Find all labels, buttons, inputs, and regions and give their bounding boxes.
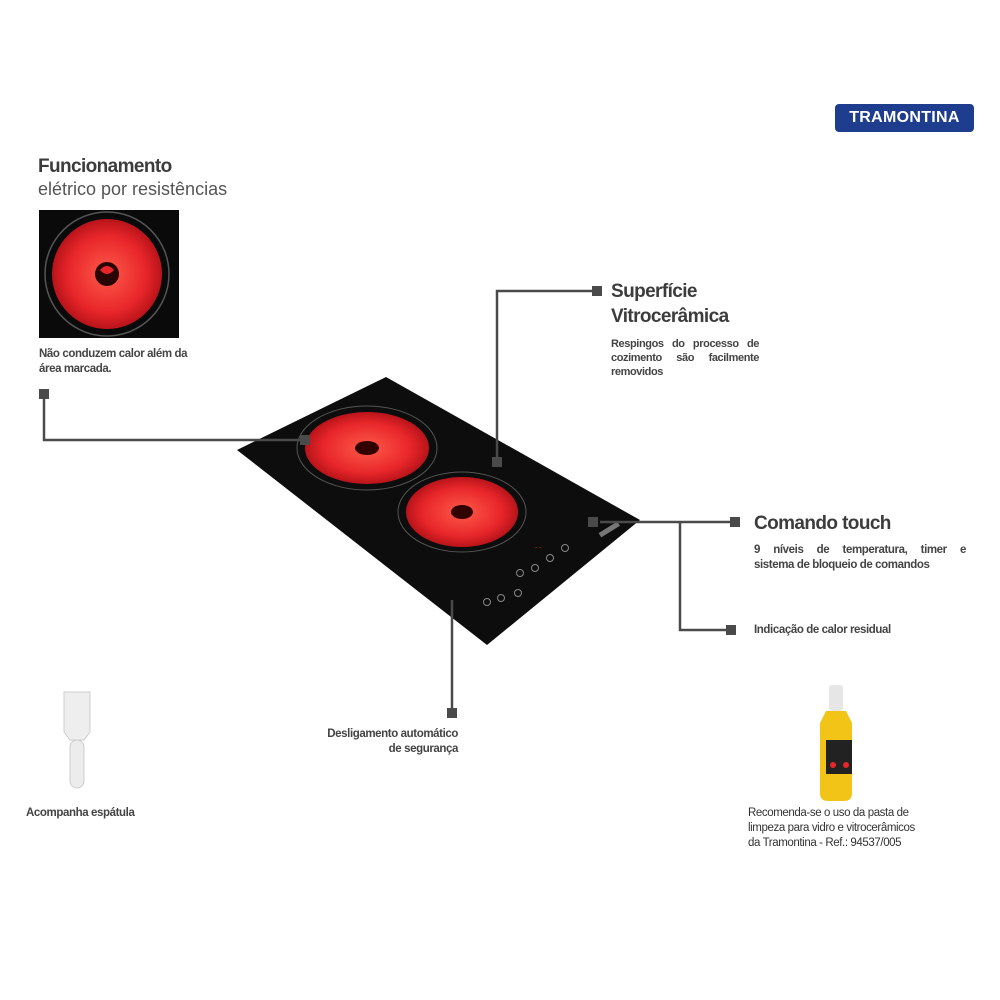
touch-desc-line: 9 níveis de temperatura, timer e xyxy=(754,544,966,556)
callout-lines xyxy=(42,289,735,713)
cleaner-bottle-image xyxy=(820,685,852,801)
surface-title-line: Vitrocerâmica xyxy=(611,306,729,327)
cleaner-line: da Tramontina - Ref.: 94537/005 xyxy=(748,837,902,849)
heating-element-image xyxy=(39,210,179,338)
shutdown-line: Desligamento automático xyxy=(327,728,458,740)
shutdown-label: Desligamento automático de segurança xyxy=(300,727,458,757)
spatula-label: Acompanha espátula xyxy=(26,807,135,819)
svg-text:- -: - - xyxy=(535,545,542,552)
cleaner-line: limpeza para vidro e vitrocerâmicos xyxy=(748,822,915,834)
touch-desc-line: sistema de bloqueio de comandos xyxy=(754,559,930,571)
residual-heat-label: Indicação de calor residual xyxy=(754,624,891,636)
heating-note: Não conduzem calor além da área marcada. xyxy=(39,347,187,377)
cleaner-label: Recomenda-se o uso da pasta de limpeza p… xyxy=(748,806,915,851)
surface-desc-line: Respingos do processo de xyxy=(611,338,759,350)
surface-desc-line: cozimento são facilmente xyxy=(611,352,759,364)
surface-title: Superfície Vitrocerâmica xyxy=(611,279,729,329)
surface-desc: Respingos do processo de cozimento são f… xyxy=(611,337,759,379)
shutdown-line: de segurança xyxy=(388,743,459,755)
cleaner-line: Recomenda-se o uso da pasta de xyxy=(748,807,909,819)
heating-note-line: área marcada. xyxy=(39,363,112,375)
spatula-image xyxy=(63,691,91,789)
surface-title-line: Superfície xyxy=(611,281,697,302)
cooktop-image: - - xyxy=(237,377,640,645)
heating-note-line: Não conduzem calor além da xyxy=(39,348,188,360)
heating-subtitle: elétrico por resistências xyxy=(38,179,228,199)
callout-markers xyxy=(39,286,740,718)
tramontina-logo: TRAMONTINA xyxy=(835,104,974,132)
heating-title: Funcionamento xyxy=(38,156,172,177)
surface-desc-line: removidos xyxy=(611,366,664,378)
touch-title: Comando touch xyxy=(754,513,891,534)
touch-desc: 9 níveis de temperatura, timer e sistema… xyxy=(754,543,966,573)
